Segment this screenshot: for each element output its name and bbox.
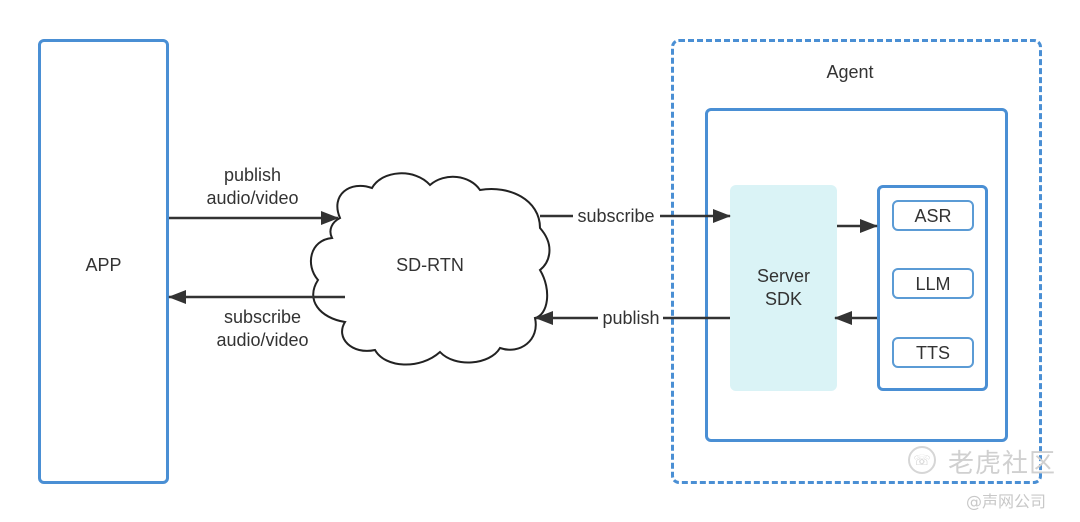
edge-cloud-to-sdk-label: subscribe [577, 206, 655, 226]
ai-modules-container [877, 185, 988, 391]
server-sdk-label-line2: SDK [764, 289, 802, 309]
server-sdk-label-line1: Server [756, 266, 810, 286]
module-llm-label: LLM [915, 274, 951, 294]
server-sdk-node [730, 185, 837, 391]
edge-sdk-to-cloud-label: publish [602, 308, 660, 328]
edge-app-to-cloud-line1: publish [223, 165, 282, 185]
module-llm [892, 268, 974, 299]
agent-container [671, 39, 1042, 484]
module-tts-label: TTS [916, 343, 950, 363]
module-tts [892, 337, 974, 368]
app-node [38, 39, 169, 484]
sdrtn-cloud [309, 172, 551, 366]
module-asr-label: ASR [914, 206, 952, 226]
module-asr [892, 200, 974, 231]
watermark-brand: 老虎社区 [948, 449, 1057, 479]
edge-cloud-to-app-line2: audio/video [216, 330, 309, 350]
watermark-logo-icon: ☏ [908, 446, 936, 474]
app-label: APP [85, 255, 122, 275]
sdrtn-label: SD-RTN [396, 255, 464, 275]
watermark-credit: @声网公司 [966, 492, 1047, 511]
edge-app-to-cloud-line2: audio/video [206, 188, 299, 208]
agent-label: Agent [826, 62, 874, 82]
edge-cloud-to-app-line1: subscribe [223, 307, 302, 327]
